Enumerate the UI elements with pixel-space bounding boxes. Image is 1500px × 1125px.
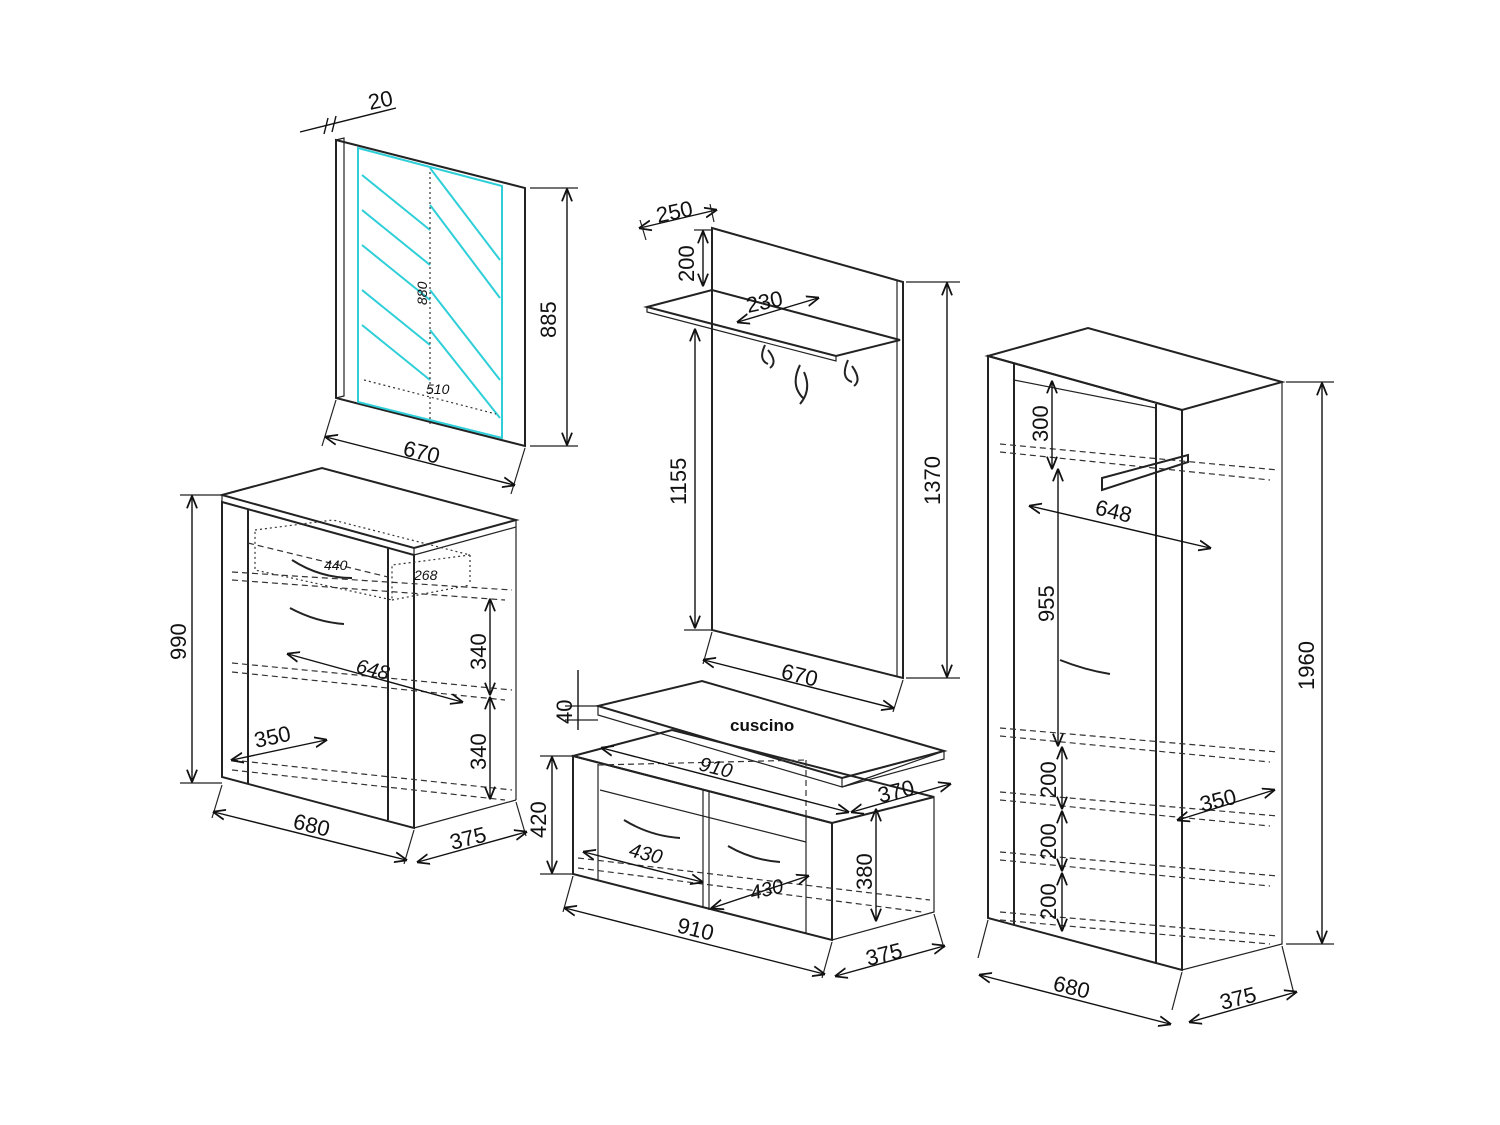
shoe-cabinet-drawer-handle bbox=[291, 559, 353, 579]
coat-rack-top-offset-label: 200 bbox=[674, 245, 699, 282]
wardrobe-depth-label: 375 bbox=[1217, 982, 1259, 1015]
bench-cushion-width-line bbox=[602, 748, 848, 812]
bench-drawer-right-handle bbox=[727, 845, 781, 863]
wardrobe-front bbox=[987, 354, 1183, 972]
wardrobe-depth-line bbox=[1190, 992, 1296, 1022]
bench-drawer-right-width-line bbox=[712, 876, 808, 908]
shoe-cabinet-shelf-gap-1-label: 340 bbox=[466, 633, 491, 670]
bench-depth-line bbox=[836, 946, 944, 976]
wardrobe-shelf-depth-line bbox=[1178, 790, 1274, 820]
coat-hook-icons bbox=[761, 344, 859, 405]
wardrobe-door-handle bbox=[1059, 659, 1111, 675]
coat-rack-hook-spacing-label: 230 bbox=[744, 286, 785, 318]
shoe-cabinet-inner-width-label: 648 bbox=[354, 656, 392, 685]
shoe-cabinet-inner-width-line bbox=[288, 654, 462, 702]
shoe-cabinet-drawer-depth-label: 268 bbox=[413, 567, 438, 583]
shoe-cabinet-width-label: 680 bbox=[291, 809, 333, 842]
bench-drawer-left-width-line bbox=[584, 852, 702, 882]
bench-drawer-left-handle bbox=[623, 819, 681, 839]
shoe-cabinet-depth-line bbox=[418, 832, 526, 862]
coat-rack-width-line bbox=[704, 660, 893, 708]
shoe-cabinet-drawer-width-label: 440 bbox=[324, 557, 348, 573]
coat-rack-shelf-depth-line bbox=[640, 210, 716, 228]
wardrobe-height-label: 1960 bbox=[1294, 641, 1319, 690]
bench-drawing: cuscino 40 910 370 420 430 bbox=[526, 670, 950, 978]
bench-cushion-depth-line bbox=[852, 784, 950, 812]
shoe-cabinet-drawer-box bbox=[254, 519, 471, 601]
mirror-width-label: 670 bbox=[401, 436, 443, 469]
mirror-glass-height-label: 880 bbox=[414, 281, 430, 305]
coat-rack-panel-outline bbox=[711, 226, 904, 680]
bench-drawer-right-width-label: 430 bbox=[748, 875, 786, 904]
wardrobe-shelf-gap-1-label: 200 bbox=[1036, 761, 1061, 798]
mirror-panel-side bbox=[335, 137, 345, 399]
wardrobe-drawing: 300 648 955 200 200 200 350 1960 680 375 bbox=[978, 326, 1334, 1024]
shoe-cabinet-drawing: 440 268 990 648 340 340 350 680 375 bbox=[166, 466, 526, 864]
mirror-glass-width-label: 510 bbox=[426, 381, 450, 397]
bench-depth-label: 375 bbox=[863, 938, 905, 971]
mirror-drawing: 880 510 20 885 670 bbox=[299, 85, 578, 495]
mirror-height-label: 885 bbox=[536, 301, 561, 338]
shoe-cabinet-shelf-gap-2-label: 340 bbox=[466, 733, 491, 770]
coat-rack-shelf-depth-label: 250 bbox=[654, 196, 695, 228]
mirror-depth-label: 20 bbox=[366, 85, 395, 115]
coat-rack-drawing: 250 200 230 1155 1370 670 bbox=[640, 196, 960, 713]
wardrobe-middle-gap-label: 955 bbox=[1034, 585, 1059, 622]
bench-cushion-label: cuscino bbox=[730, 716, 794, 735]
shoe-cabinet-depth-label: 375 bbox=[447, 822, 489, 855]
mirror-depth-dimension-line bbox=[299, 107, 397, 133]
shoe-cabinet-width-line bbox=[214, 812, 406, 860]
wardrobe-shelf-gap-3-label: 200 bbox=[1036, 883, 1061, 920]
shoe-cabinet-height-label: 990 bbox=[166, 623, 191, 660]
mirror-width-dimension-line bbox=[326, 437, 514, 485]
wardrobe-width-label: 680 bbox=[1051, 971, 1093, 1004]
shoe-cabinet-door-handle bbox=[289, 607, 345, 625]
wardrobe-top-gap-label: 300 bbox=[1028, 405, 1053, 442]
coat-rack-width-label: 670 bbox=[779, 659, 821, 692]
wardrobe-width-line bbox=[980, 975, 1170, 1024]
bench-drawer-height-label: 380 bbox=[852, 853, 877, 890]
coat-rack-hook-spacing-line bbox=[738, 298, 818, 322]
coat-rack-height-label: 1370 bbox=[920, 456, 945, 505]
coat-rack-hook-height-label: 1155 bbox=[666, 458, 691, 505]
shoe-cabinet-shelf-depth-line bbox=[232, 740, 326, 760]
wardrobe-shelf-gap-2-label: 200 bbox=[1036, 823, 1061, 860]
bench-cushion-width-label: 910 bbox=[697, 754, 735, 783]
wardrobe-hanging-rod bbox=[1101, 453, 1189, 492]
mirror-reflection-lines bbox=[361, 167, 501, 419]
bench-width-line bbox=[565, 908, 824, 974]
bench-width-label: 910 bbox=[675, 913, 717, 946]
bench-height-label: 420 bbox=[526, 801, 551, 838]
bench-cushion-thickness-label: 40 bbox=[552, 700, 577, 724]
